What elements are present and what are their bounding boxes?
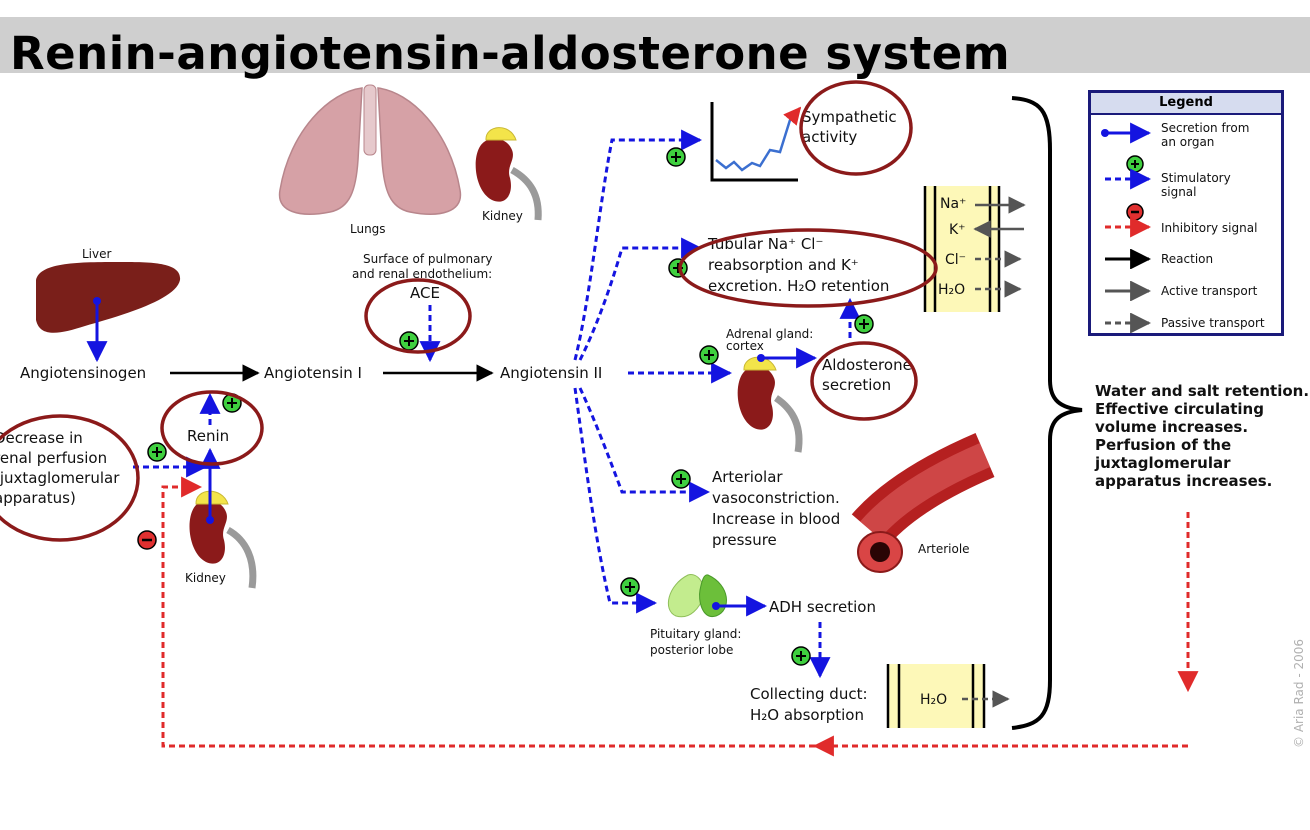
secretion-arrow-icon bbox=[1101, 122, 1152, 144]
angiotensin2-label: Angiotensin II bbox=[500, 364, 602, 382]
ace-label: ACE bbox=[410, 284, 440, 302]
passive-transport-icon bbox=[1105, 313, 1152, 333]
minus-icon bbox=[1105, 203, 1152, 238]
title-bar: Renin-angiotensin-aldosterone system bbox=[0, 17, 1310, 80]
adrenal-kidney-icon bbox=[737, 356, 803, 453]
aldosterone-label: secretion bbox=[822, 376, 891, 394]
plus-icon bbox=[1105, 155, 1152, 190]
liver-icon bbox=[36, 262, 181, 333]
plus-icon bbox=[399, 331, 419, 351]
tubular-label: reabsorption and K⁺ bbox=[708, 256, 859, 274]
collecting-label: H₂O absorption bbox=[750, 706, 864, 724]
decrease-label: Decrease in bbox=[0, 429, 83, 447]
arteriolar-label: Increase in blood bbox=[712, 510, 840, 528]
adh-label: ADH secretion bbox=[769, 598, 876, 616]
kidney-icon bbox=[475, 127, 542, 221]
graph-icon bbox=[710, 102, 802, 182]
arteriolar-label: Arteriolar bbox=[712, 468, 783, 486]
active-transport-icon bbox=[1105, 281, 1152, 301]
aldosterone-label: Aldosterone bbox=[822, 356, 912, 374]
decrease-label: (juxtaglomerular bbox=[0, 469, 120, 487]
brace-icon bbox=[1011, 96, 1083, 730]
sympathetic-label: activity bbox=[802, 128, 857, 146]
pituitary-label: Pituitary gland: bbox=[650, 627, 741, 641]
plus-icon bbox=[620, 577, 640, 597]
legend-item-passive-transport: Passive transport bbox=[1091, 313, 1281, 347]
kidney-label: Kidney bbox=[482, 209, 523, 223]
collecting-label: Collecting duct: bbox=[750, 685, 868, 703]
kidney-label: Kidney bbox=[185, 571, 226, 585]
legend-label: Active transport bbox=[1161, 284, 1258, 298]
ion-label: K⁺ bbox=[949, 222, 966, 238]
lungs-label: Lungs bbox=[350, 222, 386, 236]
annotation-circles bbox=[0, 80, 938, 542]
legend-item-inhibitory: Inhibitory signal bbox=[1091, 203, 1281, 238]
legend-label: Reaction bbox=[1161, 252, 1214, 266]
stimulatory-arrows bbox=[133, 129, 861, 679]
tubular-label: excretion. H₂O retention bbox=[708, 277, 889, 295]
summary-text: Water and salt retention. Effective circ… bbox=[1095, 382, 1310, 490]
plus-icon bbox=[671, 469, 691, 489]
plus-icon bbox=[854, 314, 874, 334]
plus-icon bbox=[791, 646, 811, 666]
plus-icon bbox=[668, 258, 688, 278]
secretion-arrows bbox=[86, 297, 818, 617]
ion-label: H₂O bbox=[938, 282, 965, 298]
adrenal-label: Adrenal gland: bbox=[726, 327, 813, 341]
reaction-arrow-icon bbox=[1105, 249, 1152, 269]
arteriolar-label: vasoconstriction. bbox=[712, 489, 840, 507]
minus-icon bbox=[137, 530, 157, 550]
page-title: Renin-angiotensin-aldosterone system bbox=[10, 27, 1011, 80]
angiotensin1-label: Angiotensin I bbox=[264, 364, 362, 382]
ion-channel bbox=[923, 186, 1001, 312]
legend-item-active-transport: Active transport bbox=[1091, 281, 1281, 315]
decrease-label: apparatus) bbox=[0, 489, 76, 507]
surface-label: Surface of pulmonary bbox=[363, 252, 493, 266]
kidney-icon bbox=[189, 490, 257, 589]
arteriolar-label: pressure bbox=[712, 531, 777, 549]
plus-icon bbox=[222, 393, 242, 413]
adrenal-label: cortex bbox=[726, 339, 764, 353]
collecting-duct-channel bbox=[886, 664, 986, 728]
plus-icon bbox=[699, 345, 719, 365]
transport-arrows bbox=[962, 196, 1026, 708]
arteriole-icon bbox=[851, 432, 995, 573]
plus-icon bbox=[666, 147, 686, 167]
arteriole-label: Arteriole bbox=[918, 542, 970, 556]
sympathetic-label: Sympathetic bbox=[802, 108, 897, 126]
legend-title: Legend bbox=[1091, 93, 1281, 115]
ion-label: H₂O bbox=[920, 692, 947, 708]
legend-label: Inhibitory signal bbox=[1161, 221, 1258, 235]
tubular-label: Tubular Na⁺ Cl⁻ bbox=[707, 235, 823, 253]
angiotensinogen-label: Angiotensinogen bbox=[20, 364, 146, 382]
pituitary-icon bbox=[667, 574, 727, 618]
decrease-label: renal perfusion bbox=[0, 449, 107, 467]
inhibitory-feedback bbox=[161, 476, 1199, 757]
ion-label: Na⁺ bbox=[940, 196, 966, 212]
liver-label: Liver bbox=[82, 247, 112, 261]
legend-label: Passive transport bbox=[1161, 316, 1265, 330]
ion-label: Cl⁻ bbox=[945, 252, 966, 268]
plus-icon bbox=[147, 442, 167, 462]
surface-label: and renal endothelium: bbox=[352, 267, 492, 281]
copyright: © Aria Rad - 2006 bbox=[1292, 638, 1306, 748]
legend-item-reaction: Reaction bbox=[1091, 249, 1281, 283]
lungs-icon bbox=[278, 84, 462, 215]
renin-label: Renin bbox=[187, 427, 229, 445]
pituitary-label: posterior lobe bbox=[650, 643, 733, 657]
